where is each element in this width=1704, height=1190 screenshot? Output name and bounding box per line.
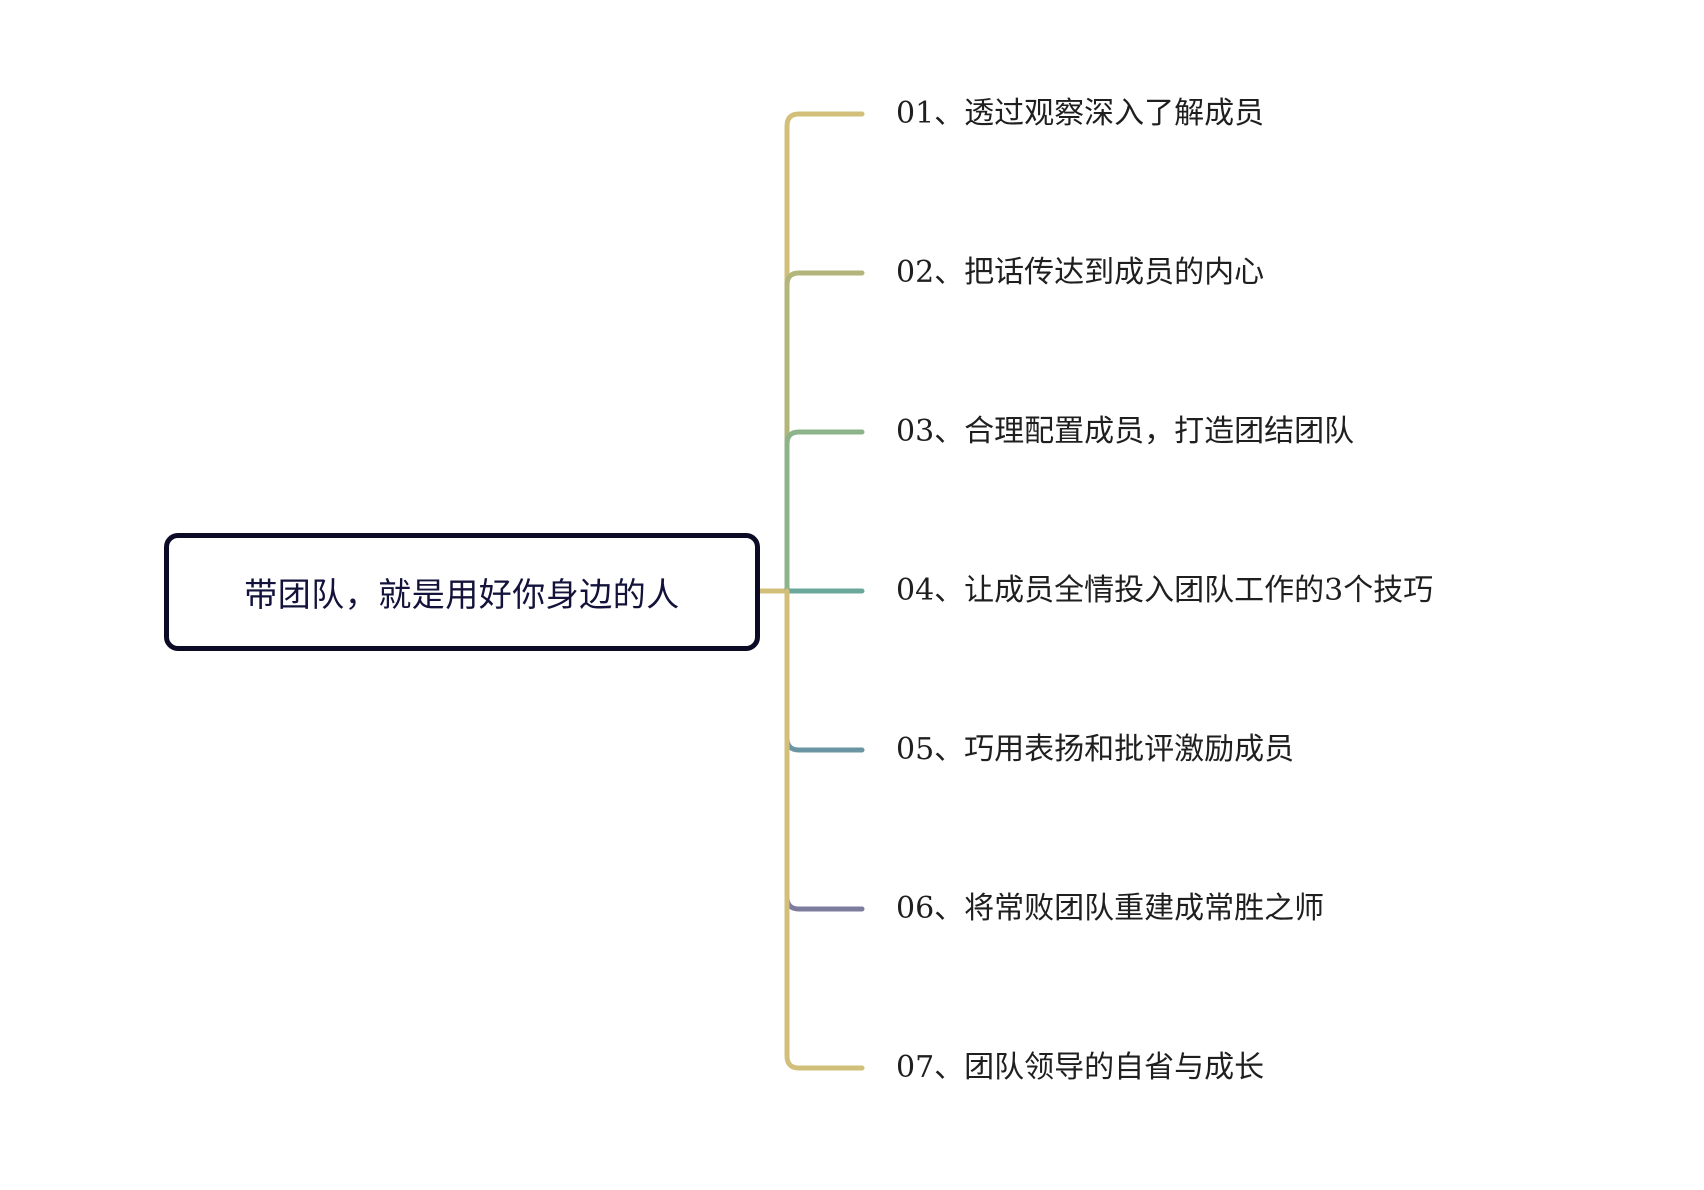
branch-topic-03[interactable]: 03、合理配置成员，打造团结团队 (896, 414, 1355, 449)
branch-topic-04[interactable]: 04、让成员全情投入团队工作的3个技巧 (896, 573, 1434, 608)
branch-line-05 (784, 588, 865, 753)
branch-topic-01[interactable]: 01、透过观察深入了解成员 (896, 96, 1265, 131)
branch-topic-05[interactable]: 05、巧用表扬和批评激励成员 (896, 732, 1295, 767)
branch-line-02 (784, 270, 865, 594)
branch-line-01 (784, 111, 865, 594)
branch-line-07 (784, 588, 865, 1071)
branch-topic-06[interactable]: 06、将常败团队重建成常胜之师 (896, 891, 1325, 926)
branch-topic-07[interactable]: 07、团队领导的自省与成长 (896, 1050, 1265, 1085)
branch-line-03 (784, 429, 865, 594)
root-topic[interactable]: 带团队，就是用好你身边的人 (164, 533, 760, 651)
root-topic-label: 带团队，就是用好你身边的人 (244, 575, 680, 614)
branch-topic-02[interactable]: 02、把话传达到成员的内心 (896, 255, 1265, 290)
